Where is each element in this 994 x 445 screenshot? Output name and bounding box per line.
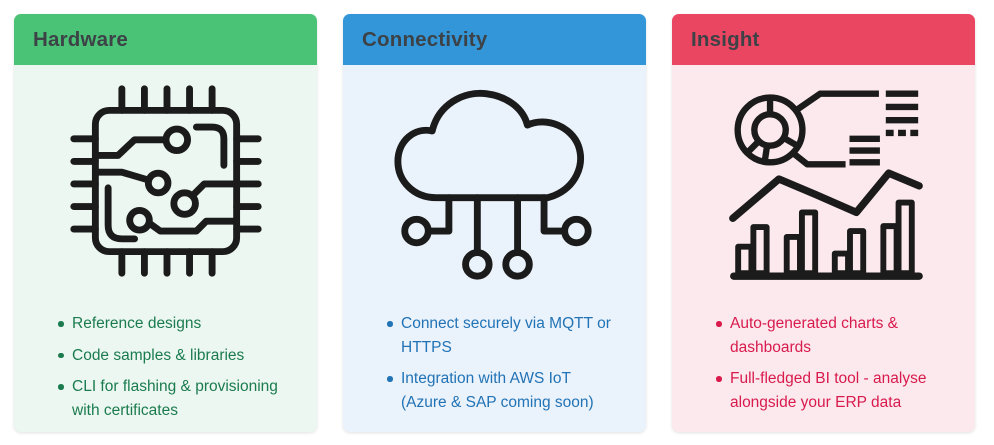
card-hardware: Hardware (14, 14, 317, 432)
card-insight-title: Insight (691, 27, 760, 51)
bullet-text: CLI for flashing & provisioning (72, 378, 278, 395)
bullet-text: Auto-generated charts & (730, 315, 899, 332)
card-connectivity: Connectivity (343, 14, 646, 432)
bullet-text: Connect securely via MQTT or (401, 315, 611, 332)
bullet-text: Code samples & libraries (72, 346, 245, 364)
list-item: Auto-generated charts & dashboards (716, 312, 955, 359)
bullet-text: (Azure & SAP coming soon) (401, 393, 594, 411)
cloud-iot-icon (393, 89, 592, 280)
list-item: Code samples & libraries (58, 344, 297, 368)
analytics-icon (728, 90, 923, 280)
bullet-text: Full-fledged BI tool - analyse (730, 370, 927, 387)
card-connectivity-title: Connectivity (362, 27, 488, 51)
bullet-text: dashboards (730, 338, 812, 356)
list-item: Connect securely via MQTT or HTTPS (387, 312, 626, 359)
bullet-text: alongside your ERP data (730, 393, 902, 411)
list-item: Reference designs (58, 312, 297, 336)
icon-wrap (672, 76, 975, 286)
card-insight-body: Auto-generated charts & dashboards Full-… (672, 65, 975, 432)
list-item: CLI for flashing & provisioning with cer… (58, 375, 297, 422)
feature-cards: Hardware (14, 14, 975, 432)
bullet-text: Integration with AWS IoT (401, 370, 572, 387)
list-item: Integration with AWS IoT (Azure & SAP co… (387, 367, 626, 414)
bullet-text: Reference designs (72, 315, 202, 332)
card-insight-header: Insight (672, 14, 975, 65)
icon-wrap (14, 76, 317, 286)
card-insight: Insight (672, 14, 975, 432)
feature-list: Connect securely via MQTT or HTTPS Integ… (343, 312, 646, 414)
icon-wrap (343, 76, 646, 286)
card-hardware-body: Reference designs Code samples & librari… (14, 65, 317, 432)
bullet-text: with certificates (72, 401, 178, 419)
card-hardware-title: Hardware (33, 27, 129, 51)
feature-list: Auto-generated charts & dashboards Full-… (672, 312, 975, 414)
card-hardware-header: Hardware (14, 14, 317, 65)
feature-list: Reference designs Code samples & librari… (14, 312, 317, 422)
bullet-text: HTTPS (401, 338, 452, 356)
chip-icon (69, 85, 262, 277)
card-connectivity-body: Connect securely via MQTT or HTTPS Integ… (343, 65, 646, 432)
card-connectivity-header: Connectivity (343, 14, 646, 65)
list-item: Full-fledged BI tool - analyse alongside… (716, 367, 955, 414)
